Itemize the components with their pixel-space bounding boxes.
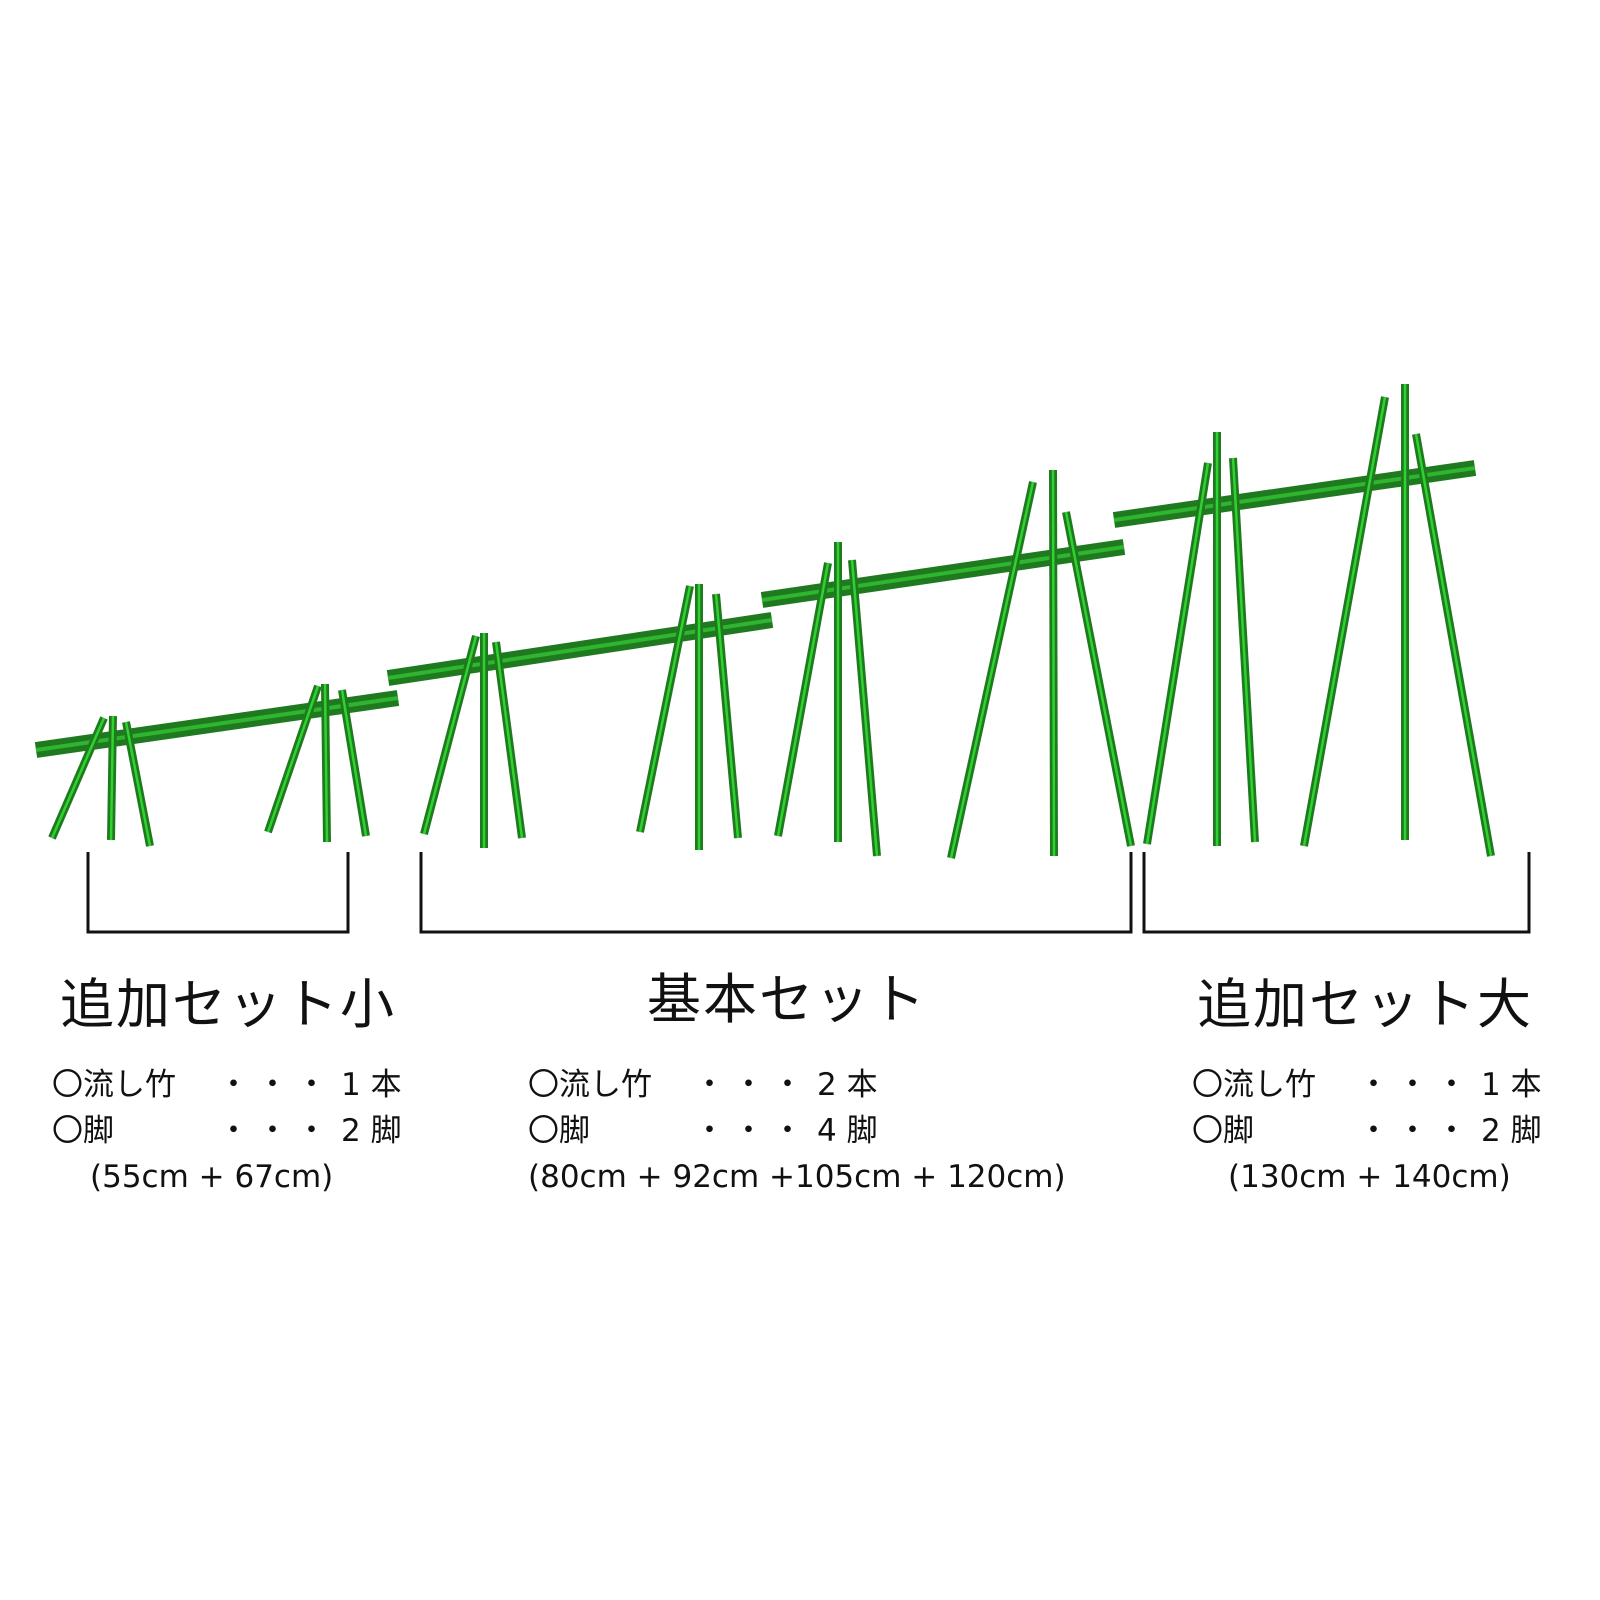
spec-small: 〇流し竹 ・・・ 1 本 〇脚 ・・・ 2 脚 (55cm + 67cm) [52, 1062, 402, 1200]
spec-lengths: (55cm + 67cm) [90, 1159, 334, 1195]
spec-item: 〇流し竹 [528, 1067, 652, 1103]
spec-row-pole: 〇流し竹 ・・・ 1 本 [1192, 1062, 1542, 1108]
brackets-layer [86, 852, 1531, 934]
spec-row-legs: 〇脚 ・・・ 2 脚 [52, 1108, 402, 1154]
stand-4-leg-3-highlight [714, 593, 740, 839]
spec-dots: ・・・ [1358, 1067, 1475, 1103]
stand-8-leg-1-highlight [1302, 396, 1387, 847]
spec-large: 〇流し竹 ・・・ 1 本 〇脚 ・・・ 2 脚 (130cm + 140cm) [1192, 1062, 1542, 1200]
spec-lengths: (80cm + 92cm +105cm + 120cm) [528, 1159, 1066, 1195]
stand-6-leg-3-highlight [1064, 511, 1133, 847]
group-title-small: 追加セット小 [60, 973, 396, 1036]
bracket-small [86, 852, 350, 934]
spec-dots: ・・・ [218, 1067, 335, 1103]
stand-4-leg-1-highlight [638, 585, 692, 833]
spec-item: 〇流し竹 [52, 1067, 176, 1103]
poles-layer [34, 460, 1477, 758]
bracket-basic [419, 852, 1133, 934]
legs-layer [48, 384, 1495, 859]
spec-row-legs: 〇脚 ・・・ 2 脚 [1192, 1108, 1542, 1154]
spec-qty: 2 脚 [341, 1113, 402, 1149]
group-title-basic: 基本セット [647, 968, 927, 1031]
spec-dots: ・・・ [694, 1067, 811, 1103]
spec-dots: ・・・ [1358, 1113, 1475, 1149]
bracket-large [1142, 852, 1531, 934]
stand-7-leg-1-highlight [1145, 462, 1210, 845]
stand-6-leg-1-highlight [949, 481, 1035, 859]
stand-7-leg-3-highlight [1231, 457, 1257, 843]
spec-row-pole: 〇流し竹 ・・・ 1 本 [52, 1062, 402, 1108]
stand-3-leg-3-highlight [494, 641, 524, 839]
spec-basic: 〇流し竹 ・・・ 2 本 〇脚 ・・・ 4 脚 (80cm + 92cm +10… [528, 1062, 1066, 1200]
stand-3-leg-1-highlight [422, 635, 478, 835]
stand-1-leg-1-highlight [50, 717, 106, 839]
spec-item: 〇脚 [528, 1113, 590, 1149]
stand-8-leg-3-highlight [1414, 433, 1493, 857]
spec-row-pole: 〇流し竹 ・・・ 2 本 [528, 1062, 1066, 1108]
spec-dots: ・・・ [218, 1113, 335, 1149]
stand-5-leg-1-highlight [776, 562, 830, 837]
stand-2-leg-1-highlight [266, 685, 320, 833]
stand-5-leg-3-highlight [850, 559, 879, 857]
stand-2-leg-2-highlight [323, 683, 329, 843]
spec-qty: 2 脚 [1481, 1113, 1542, 1149]
spec-row-legs: 〇脚 ・・・ 4 脚 [528, 1108, 1066, 1154]
spec-qty: 1 本 [1481, 1067, 1542, 1103]
spec-item: 〇流し竹 [1192, 1067, 1316, 1103]
spec-item: 〇脚 [52, 1113, 114, 1149]
stand-1-leg-2-highlight [109, 715, 115, 841]
stand-6-leg-2-highlight [1051, 469, 1056, 857]
bamboo-pole-basic-1-highlight [387, 618, 773, 680]
spec-item: 〇脚 [1192, 1113, 1254, 1149]
spec-qty: 1 本 [341, 1067, 402, 1103]
spec-dots: ・・・ [694, 1113, 811, 1149]
spec-qty: 4 脚 [817, 1113, 878, 1149]
stand-1-leg-3-highlight [124, 721, 152, 847]
stand-2-leg-3-highlight [340, 689, 368, 837]
spec-qty: 2 本 [817, 1067, 878, 1103]
spec-lengths: (130cm + 140cm) [1228, 1159, 1511, 1195]
bamboo-pole-basic-2-highlight [761, 545, 1125, 602]
group-title-large: 追加セット大 [1197, 973, 1533, 1036]
